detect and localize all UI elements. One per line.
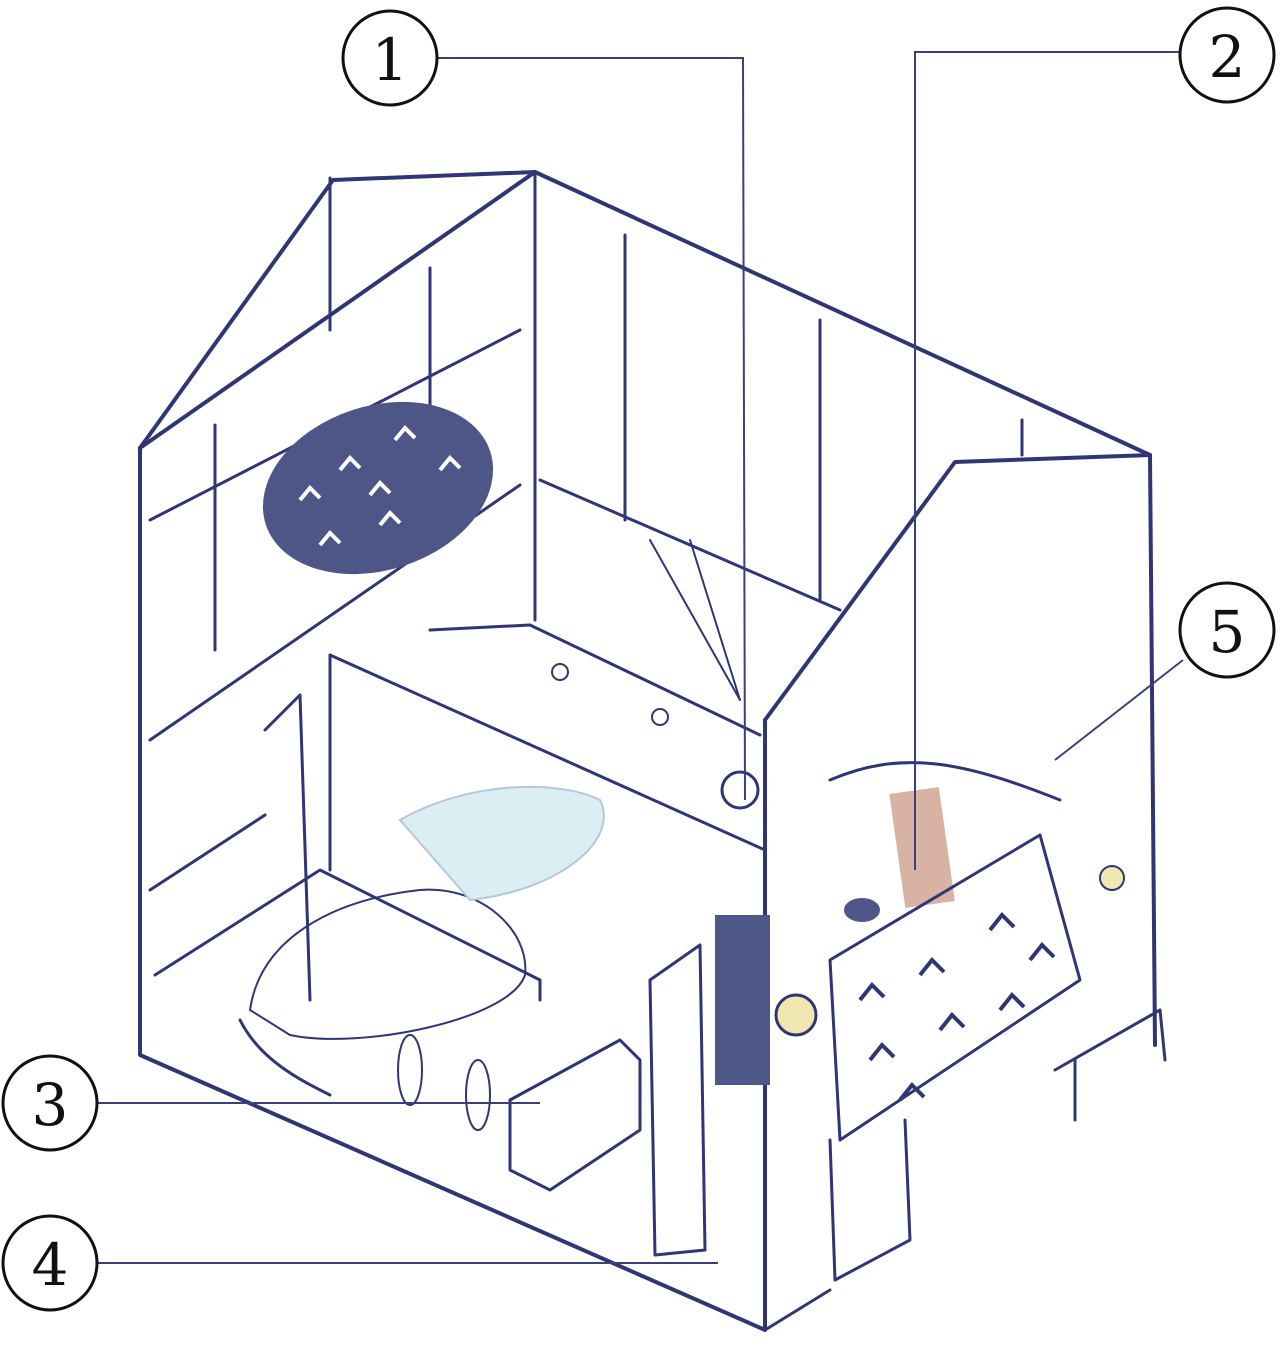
callout-3: 3 xyxy=(1,1054,99,1152)
vanity-partition xyxy=(397,915,770,1257)
room-outline xyxy=(138,170,1157,1332)
callout-4: 4 xyxy=(1,1214,99,1312)
callout-label: 5 xyxy=(1209,598,1246,666)
dressing-room xyxy=(828,761,1167,1282)
panel-pattern xyxy=(298,425,462,547)
bathtub xyxy=(148,623,767,1097)
callout-label: 3 xyxy=(32,1071,69,1139)
callout-1: 1 xyxy=(341,9,439,107)
callout-2: 2 xyxy=(1178,6,1276,104)
callout-label: 4 xyxy=(32,1231,69,1299)
callout-5: 5 xyxy=(1178,581,1276,679)
leader-lines xyxy=(97,51,1184,1264)
callout-label: 1 xyxy=(372,26,409,94)
callout-label: 2 xyxy=(1209,23,1246,91)
